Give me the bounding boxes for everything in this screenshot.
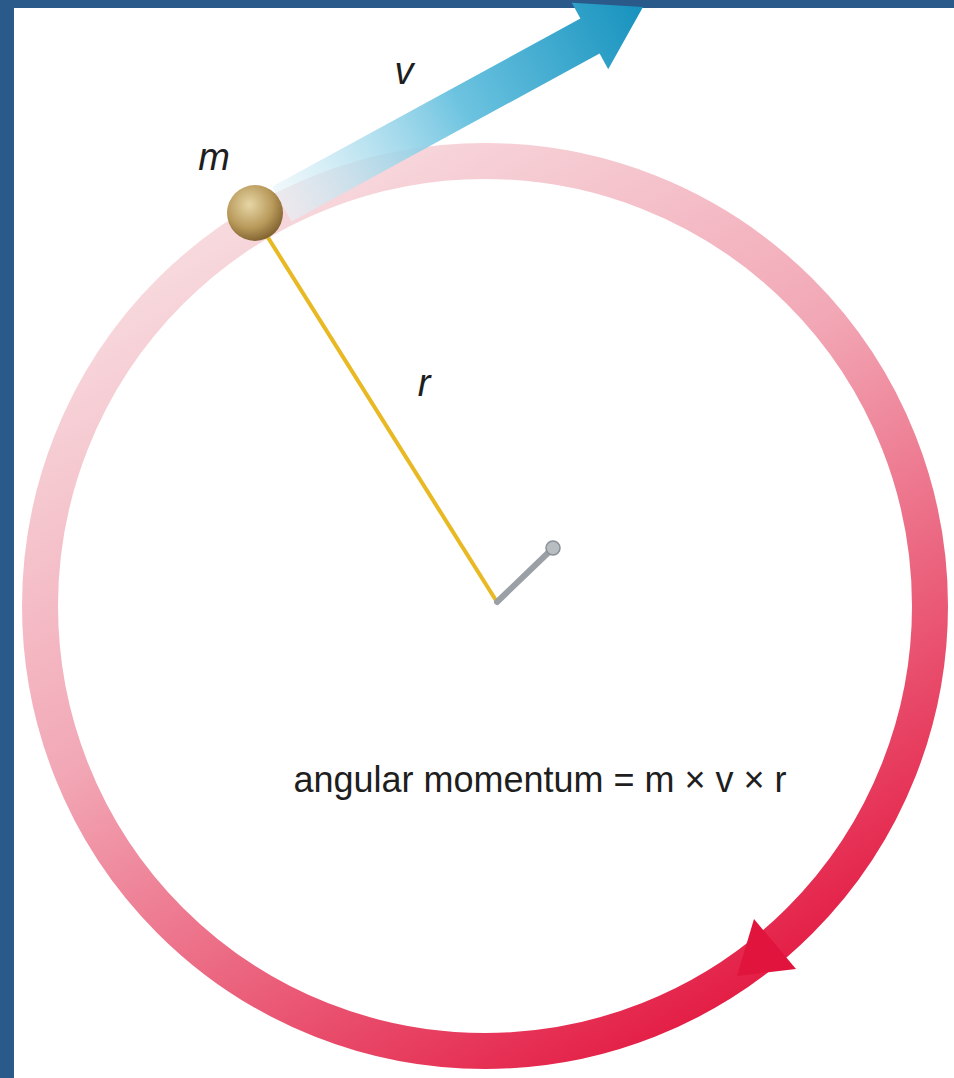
velocity-arrow — [272, 3, 643, 222]
formula-label: angular momentum = m × v × r — [293, 760, 786, 800]
mass-ball — [227, 185, 283, 241]
orbit-ring — [40, 161, 930, 1051]
pivot-nail — [497, 551, 550, 602]
radius-string — [262, 228, 497, 602]
background-panel — [14, 8, 954, 1078]
radius-label: r — [418, 363, 431, 405]
rotation-arrowhead — [737, 919, 796, 976]
mass-label: m — [198, 137, 230, 179]
velocity-label: v — [395, 51, 414, 93]
nail-head — [546, 541, 560, 555]
